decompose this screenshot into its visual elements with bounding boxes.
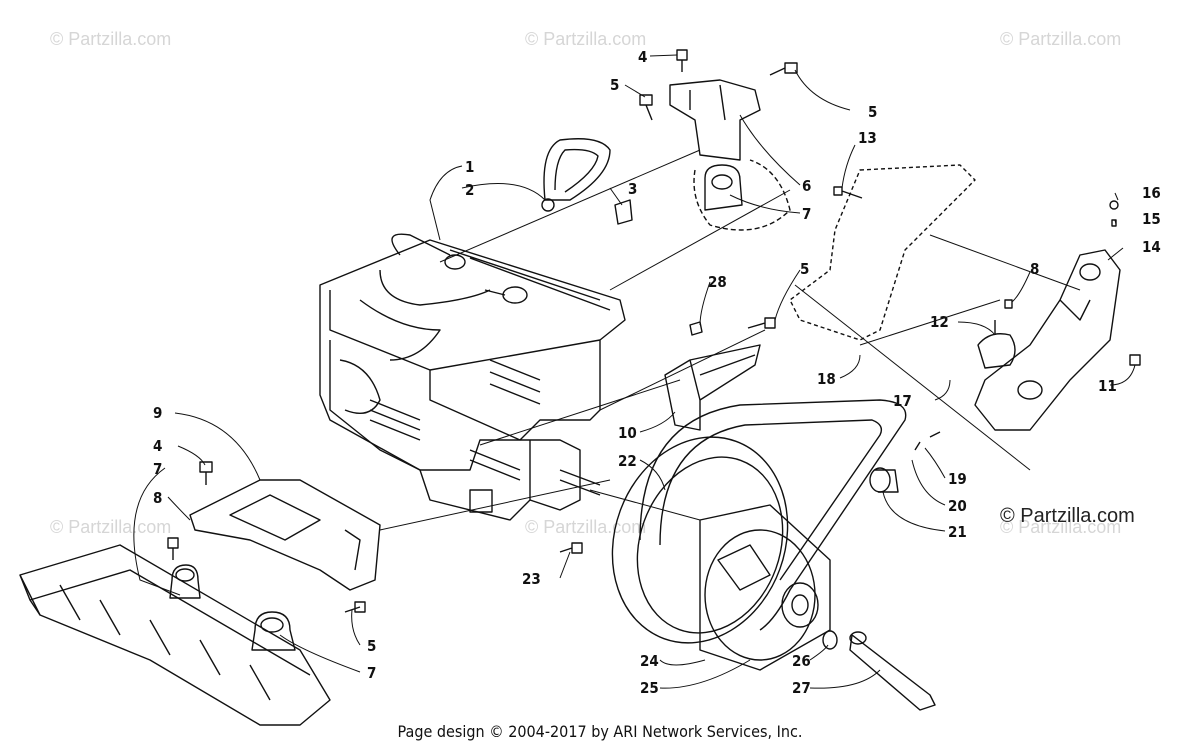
callout-label: 5 xyxy=(868,103,877,121)
frame-rail xyxy=(19,544,331,726)
watermark: © Partzilla.com xyxy=(525,29,646,49)
callout-label: 4 xyxy=(638,48,647,66)
callout-label: 4 xyxy=(153,437,162,455)
callout-label: 7 xyxy=(802,205,811,223)
page-footer: Page design © 2004-2017 by ARI Network S… xyxy=(397,722,803,741)
callout-label: 24 xyxy=(640,652,659,670)
upper-bracket xyxy=(669,79,791,231)
lower-bracket xyxy=(169,479,381,651)
callout-label: 5 xyxy=(610,76,619,94)
callout-label: 19 xyxy=(948,470,967,488)
right-bracket xyxy=(974,200,1141,431)
callout-label: 8 xyxy=(1030,260,1039,278)
callout-label: 7 xyxy=(367,664,376,682)
watermark-layer: © Partzilla.com © Partzilla.com © Partzi… xyxy=(50,29,1121,537)
side-plate xyxy=(789,164,976,341)
callout-label: 25 xyxy=(640,679,659,697)
callout-label: 26 xyxy=(792,652,811,670)
watermark: © Partzilla.com xyxy=(50,29,171,49)
callout-label: 21 xyxy=(948,523,967,541)
drive-belt xyxy=(639,399,907,631)
watermark: © Partzilla.com xyxy=(1000,517,1121,537)
callout-label: 15 xyxy=(1142,210,1161,228)
callout-label: 27 xyxy=(792,679,811,697)
brand-watermark: © Partzilla.com xyxy=(1000,505,1135,527)
callout-label: 11 xyxy=(1098,377,1117,395)
callout-label: 20 xyxy=(948,497,967,515)
drawing xyxy=(19,49,1141,726)
callout-numbers: 1 2 3 4 5 5 6 7 13 16 15 14 8 5 28 12 18… xyxy=(153,48,1161,697)
callout-label: 17 xyxy=(893,392,912,410)
engine xyxy=(319,233,626,521)
callout-label: 6 xyxy=(802,177,811,195)
starter-handle xyxy=(541,138,633,225)
callout-label: 10 xyxy=(618,424,637,442)
callout-label: 2 xyxy=(465,181,474,199)
callout-label: 1 xyxy=(465,158,474,176)
callout-label: 3 xyxy=(628,180,637,198)
callout-label: 12 xyxy=(930,313,949,331)
callout-label: 18 xyxy=(817,370,836,388)
callout-label: 22 xyxy=(618,452,637,470)
watermark: © Partzilla.com xyxy=(50,517,171,537)
bolts xyxy=(167,49,863,613)
callout-label: 14 xyxy=(1142,238,1161,256)
callout-label: 9 xyxy=(153,404,162,422)
callout-label: 23 xyxy=(522,570,541,588)
callout-label: 13 xyxy=(858,129,877,147)
callout-label: 5 xyxy=(800,260,809,278)
callout-label: 28 xyxy=(708,273,727,291)
mid-bracket xyxy=(664,321,761,431)
callout-label: 5 xyxy=(367,637,376,655)
leader-lines xyxy=(133,54,1136,689)
callout-label: 16 xyxy=(1142,184,1161,202)
callout-label: 7 xyxy=(153,460,162,478)
watermark: © Partzilla.com xyxy=(525,517,646,537)
clutch-assembly xyxy=(611,431,941,711)
callout-label: 8 xyxy=(153,489,162,507)
watermark: © Partzilla.com xyxy=(1000,29,1121,49)
